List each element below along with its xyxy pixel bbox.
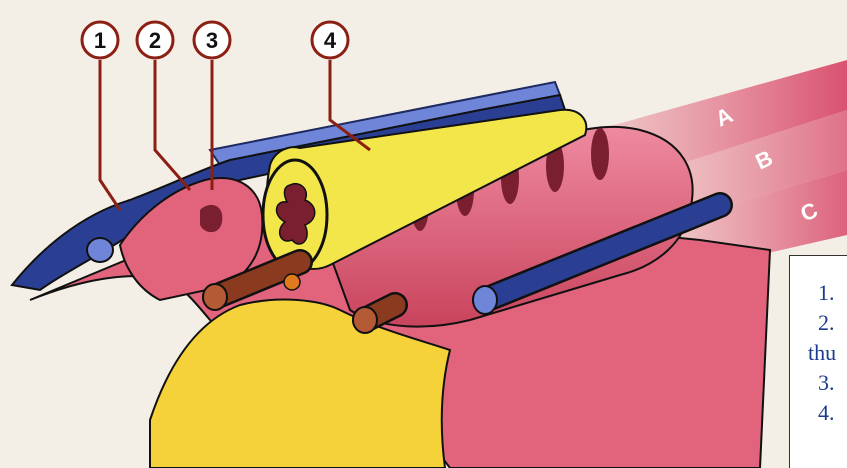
brown-vessel-end <box>203 284 227 310</box>
callout-3: 3 <box>194 22 230 58</box>
leader-2 <box>155 60 190 190</box>
callout-label-1: 1 <box>94 28 106 53</box>
leader-1 <box>100 60 120 210</box>
orange-dot <box>284 274 300 290</box>
legend-item-2-cont: thu <box>808 338 847 368</box>
rear-pink-notch <box>200 205 222 232</box>
legend-item-2: 2. <box>818 308 847 338</box>
legend-item-4: 4. <box>818 398 847 428</box>
outer-blue-vessel <box>87 238 113 262</box>
callout-label-2: 2 <box>149 28 161 53</box>
brown-vessel-end <box>353 307 377 333</box>
callout-label-3: 3 <box>206 28 218 53</box>
front-blue-vessel-end <box>473 286 497 314</box>
callout-4: 4 <box>312 22 348 58</box>
callout-2: 2 <box>137 22 173 58</box>
outer-blue-vessel-end <box>87 238 113 262</box>
callout-1: 1 <box>82 22 118 58</box>
callout-label-4: 4 <box>324 28 337 53</box>
ridge <box>591 128 609 180</box>
legend-box: 1. 2. thu 3. 4. <box>789 255 847 468</box>
legend-item-3: 3. <box>818 368 847 398</box>
legend-item-1: 1. <box>818 278 847 308</box>
